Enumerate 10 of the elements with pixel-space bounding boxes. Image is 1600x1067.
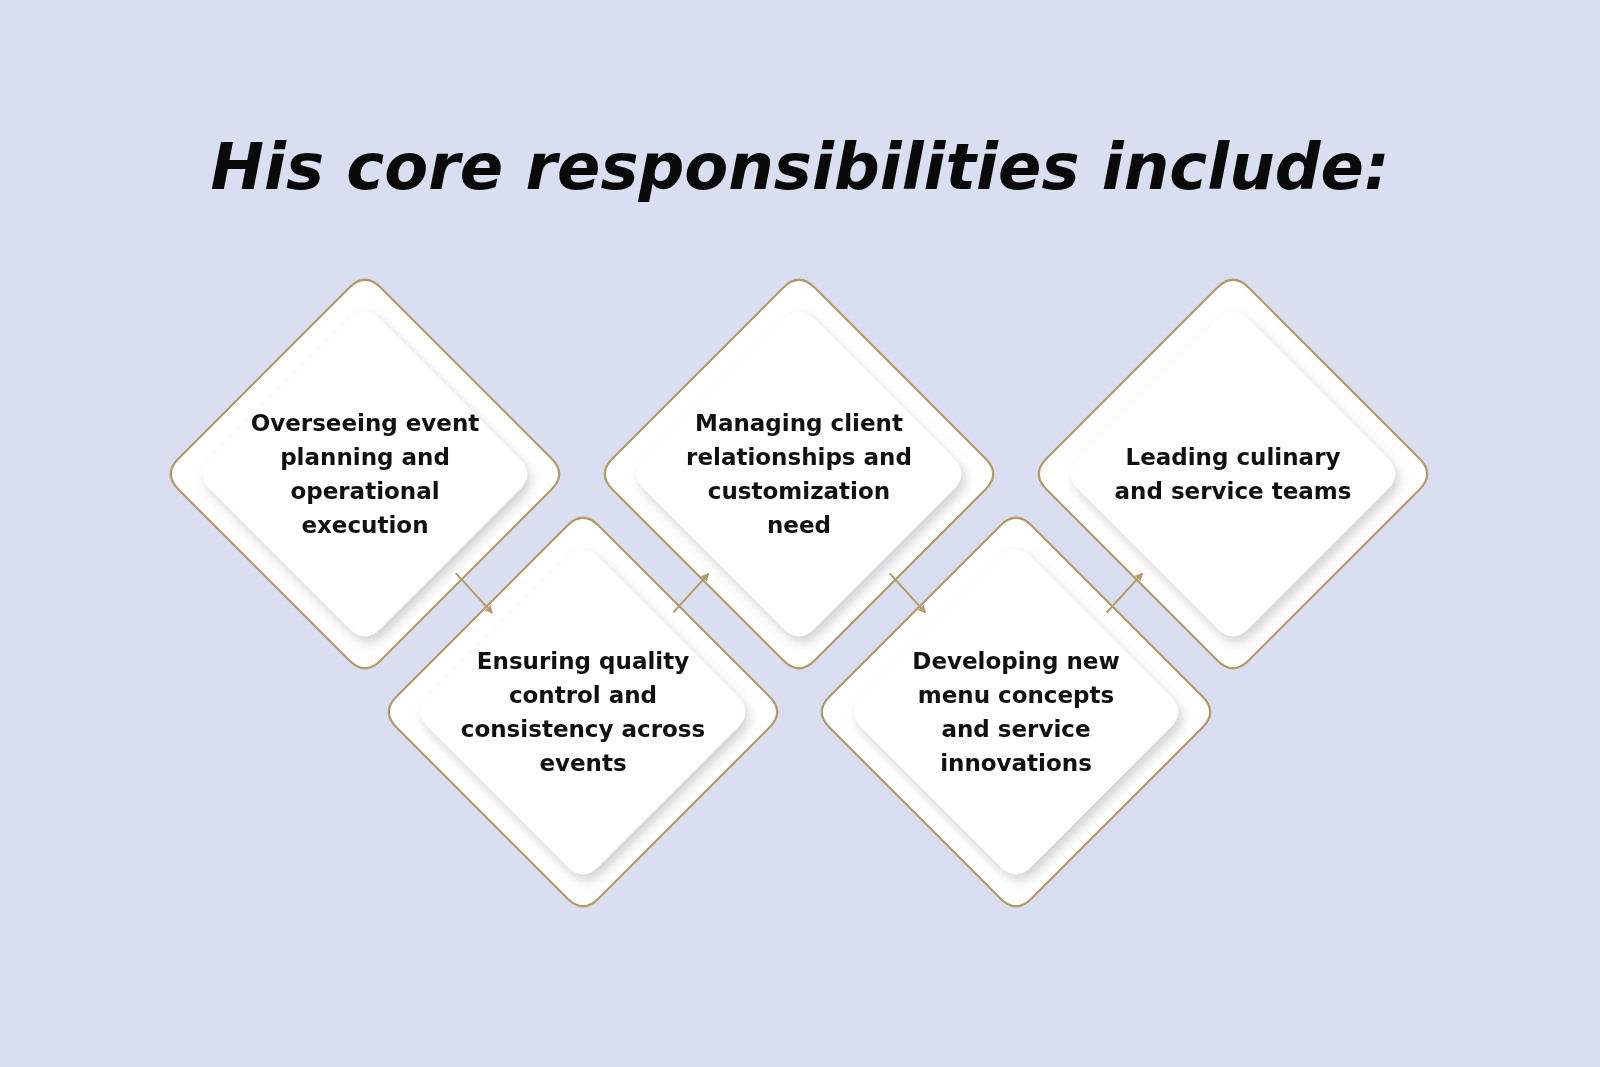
arrow — [454, 572, 494, 614]
node-text: Overseeing event planning and operational execution — [249, 409, 481, 540]
arrow — [888, 572, 927, 614]
arrow — [672, 572, 710, 614]
arrow — [1105, 572, 1144, 614]
node-text: Managing client relationships and customization need — [685, 409, 913, 540]
node-text: Ensuring quality control and consistency across events — [459, 647, 707, 778]
title: His core responsibilities include: — [209, 130, 1391, 204]
node-text: Leading culinary and service teams — [1113, 443, 1353, 506]
node-text: Developing new menu concepts and service innovations — [911, 647, 1121, 778]
